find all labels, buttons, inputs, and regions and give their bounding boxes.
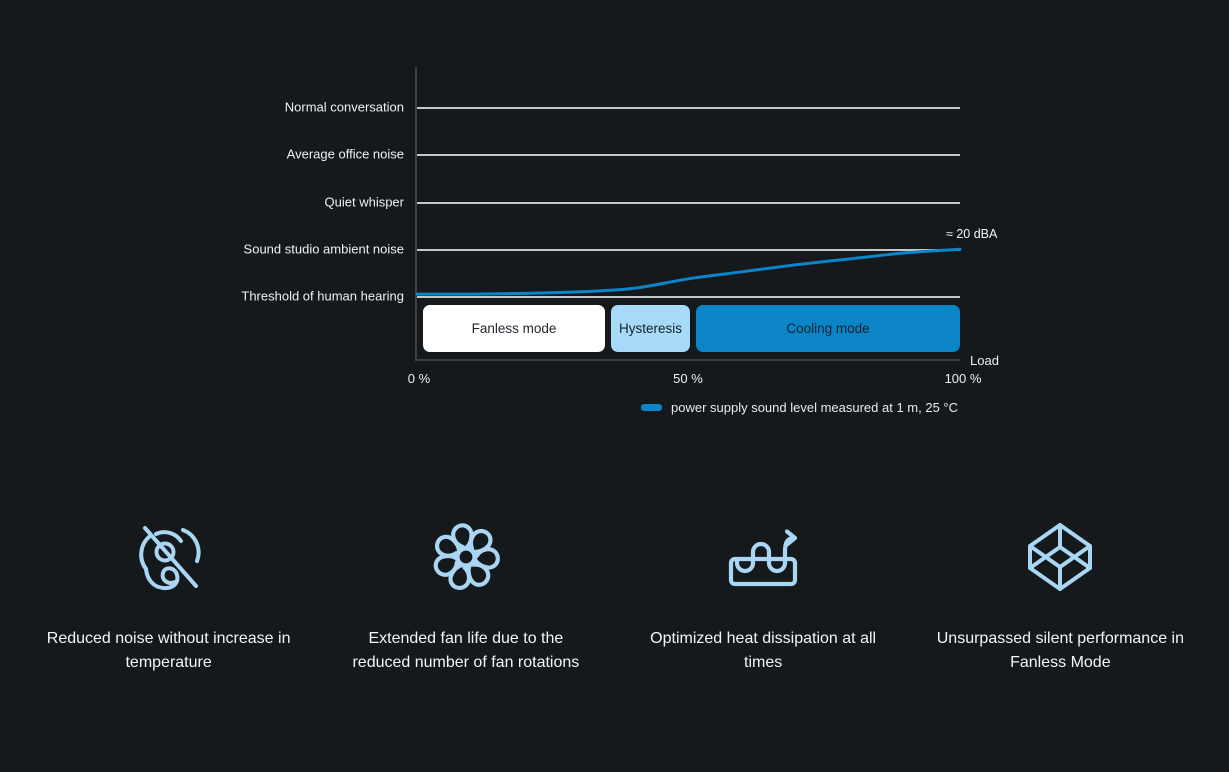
- feature-caption: Optimized heat dissipation at all times: [650, 627, 876, 675]
- caption-line: Extended fan life due to the: [368, 630, 564, 647]
- x-axis-title: Load: [970, 353, 999, 368]
- feature-reduced-noise: Reduced noise without increase in temper…: [20, 520, 317, 675]
- y-axis-label: Threshold of human hearing: [241, 288, 404, 304]
- y-axis-label: Normal conversation: [284, 99, 404, 115]
- caption-line: Unsurpassed silent performance in: [936, 630, 1184, 647]
- x-tick-0: 0 %: [407, 371, 431, 386]
- cube-icon: [1024, 520, 1096, 594]
- curve-annotation: ≈ 20 dBA: [946, 227, 998, 241]
- heat-dissipation-icon: [725, 520, 801, 594]
- ear-slash-icon: [133, 520, 205, 594]
- sound-curve: [415, 247, 962, 296]
- y-axis-label: Sound studio ambient noise: [243, 241, 404, 257]
- feature-caption: Reduced noise without increase in temper…: [47, 627, 291, 675]
- caption-line: Reduced noise without increase in: [46, 630, 291, 647]
- caption-line: times: [744, 654, 783, 671]
- feature-heat-dissipation: Optimized heat dissipation at all times: [615, 520, 912, 675]
- zone-fanless-mode: Fanless mode: [423, 305, 605, 352]
- gridline-sound-studio: [417, 249, 960, 251]
- y-axis-label: Average office noise: [286, 146, 404, 162]
- zone-cooling-mode: Cooling mode: [696, 305, 960, 352]
- chart-legend: power supply sound level measured at 1 m…: [415, 400, 958, 415]
- legend-swatch: [640, 404, 662, 411]
- fan-icon: [430, 520, 502, 594]
- sound-curve-plot: [415, 247, 962, 296]
- zone-label: Hysteresis: [618, 321, 682, 336]
- sound-level-chart: Normal conversation Average office noise…: [241, 67, 999, 386]
- feature-caption: Extended fan life due to the reduced num…: [352, 627, 579, 675]
- caption-line: reduced number of fan rotations: [352, 654, 580, 671]
- feature-row: Reduced noise without increase in temper…: [20, 520, 1209, 675]
- legend-label: power supply sound level measured at 1 m…: [670, 400, 958, 415]
- zone-hysteresis: Hysteresis: [611, 305, 690, 352]
- zone-label: Fanless mode: [471, 321, 557, 336]
- feature-fan-life: Extended fan life due to the reduced num…: [317, 520, 614, 675]
- x-tick-100: 100 %: [944, 371, 982, 386]
- feature-silent-performance: Unsurpassed silent performance in Fanles…: [912, 520, 1209, 675]
- gridline-average-office-noise: [417, 154, 960, 156]
- x-tick-50: 50 %: [673, 371, 703, 386]
- gridline-normal-conversation: [417, 107, 960, 109]
- zone-label: Cooling mode: [786, 321, 870, 336]
- caption-line: Optimized heat dissipation at all: [650, 630, 877, 647]
- caption-line: Fanless Mode: [1010, 654, 1111, 671]
- feature-caption: Unsurpassed silent performance in Fanles…: [937, 627, 1184, 675]
- gridline-quiet-whisper: [417, 202, 960, 204]
- caption-line: temperature: [125, 654, 212, 671]
- y-axis-label: Quiet whisper: [324, 194, 404, 210]
- gridline-threshold-hearing: [417, 296, 960, 298]
